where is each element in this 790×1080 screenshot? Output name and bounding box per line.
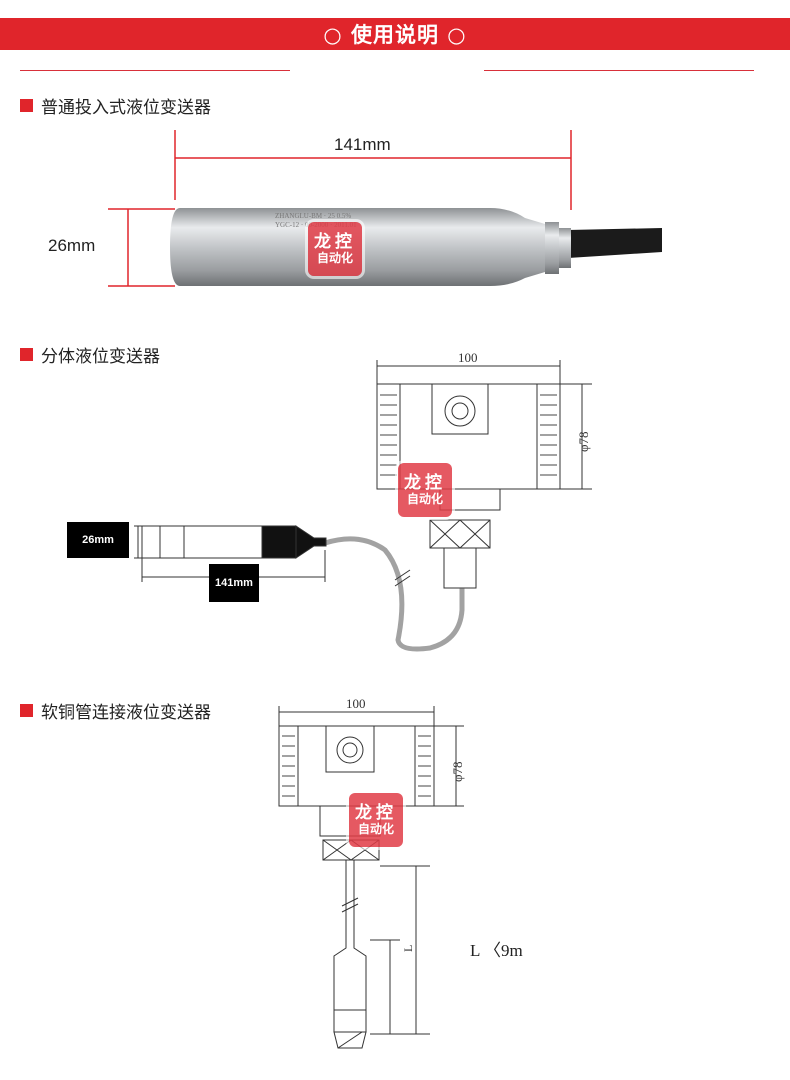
section-label: 软铜管连接液位变送器 xyxy=(41,703,211,723)
header-banner: ○ 使用说明 ○ xyxy=(0,18,790,50)
square-bullet-icon xyxy=(20,704,33,717)
width-dimension-label: 100 xyxy=(346,696,366,711)
section-heading-1: 普通投入式液位变送器 xyxy=(20,93,211,118)
watermark-logo: 龙控自动化 xyxy=(308,222,362,276)
cable-length-label: L 〈9m xyxy=(470,941,523,960)
svg-text:ZHANGLU-BM · 25 0.5%: ZHANGLU-BM · 25 0.5% xyxy=(275,212,351,220)
split-type-figure: 100 φ78 xyxy=(134,350,592,652)
page-title: ○ 使用说明 ○ xyxy=(323,23,467,47)
watermark-logo: 龙控自动化 xyxy=(398,463,452,517)
square-bullet-icon xyxy=(20,348,33,361)
diameter-dimension-label: φ78 xyxy=(450,761,465,782)
square-bullet-icon xyxy=(20,99,33,112)
submersible-sensor-figure: ZHANGLU-BM · 25 0.5% YGC-12 · 00-2000 · … xyxy=(108,130,662,287)
section-label: 普通投入式液位变送器 xyxy=(41,98,211,118)
watermark-logo: 龙控自动化 xyxy=(349,793,403,847)
probe-diameter-label: 26mm xyxy=(67,522,129,558)
diameter-dimension-label: φ78 xyxy=(576,431,591,452)
divider-left xyxy=(20,70,290,71)
section-label: 分体液位变送器 xyxy=(41,347,160,367)
section-heading-3: 软铜管连接液位变送器 xyxy=(20,698,211,723)
probe-length-label: 141mm xyxy=(209,564,259,602)
dim-L: L xyxy=(401,945,415,952)
length-dimension-label: 141mm xyxy=(334,135,391,154)
divider-right xyxy=(484,70,754,71)
section-heading-2: 分体液位变送器 xyxy=(20,342,160,367)
copper-tube-figure: 100 φ78 L xyxy=(278,696,465,1049)
width-dimension-label: 100 xyxy=(458,350,478,365)
diameter-dimension-label: 26mm xyxy=(48,236,96,255)
